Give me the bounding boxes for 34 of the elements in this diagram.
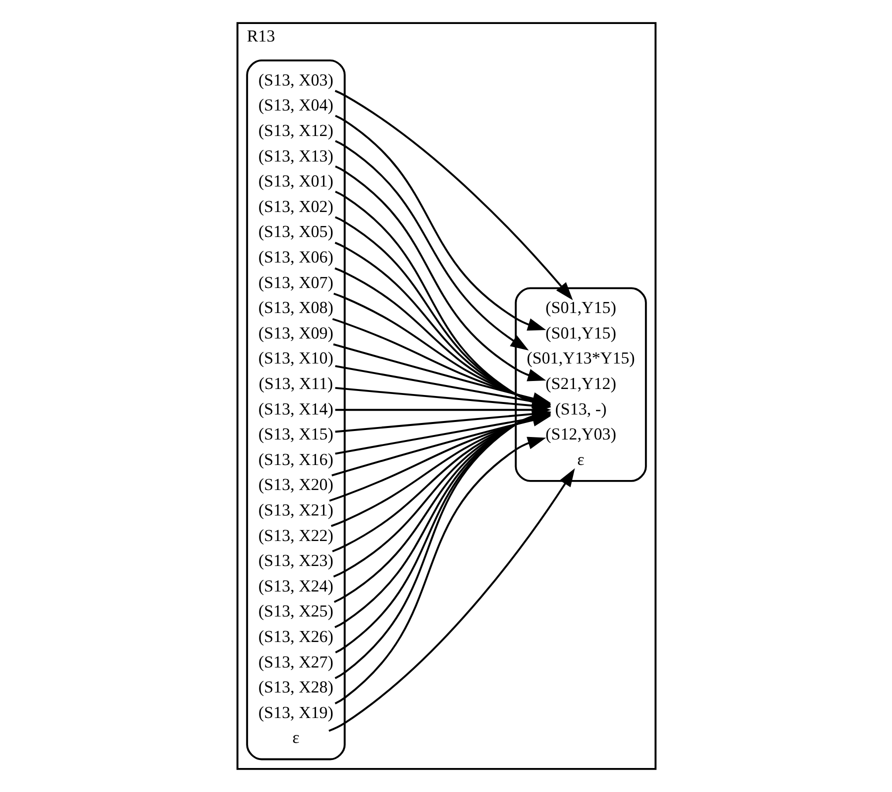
node-text: ε (576, 450, 584, 469)
node-text: (S13, X13) (258, 146, 333, 166)
node-text: (S13, X21) (258, 500, 333, 520)
node-text: (S01,Y13*Y15) (526, 348, 634, 368)
node-text: (S13, X03) (258, 70, 333, 90)
node-text: (S13, X09) (258, 323, 333, 342)
node-text: (S13, X12) (258, 120, 333, 140)
node-text: (S13, X27) (258, 652, 333, 672)
node-text: (S01,Y15) (544, 298, 616, 318)
node-text: (S12,Y03) (544, 424, 616, 444)
node-text: (S13, X14) (258, 399, 333, 418)
node-text: (S13, X05) (258, 222, 333, 242)
node-text: (S13, X07) (258, 272, 333, 292)
node-text: (S13, X22) (258, 526, 333, 545)
node-text: (S13, X28) (258, 678, 333, 697)
node-text: (S13, -) (554, 399, 606, 418)
node-text: ε (292, 728, 299, 748)
node-text: (S13, X15) (258, 424, 333, 444)
node-text: (S13, X26) (258, 627, 333, 646)
node-text: (S13, X02) (258, 196, 333, 216)
node-text: (S13, X19) (258, 702, 333, 722)
node-text: (S13, X08) (258, 298, 333, 318)
node-text: (S13, X06) (258, 248, 333, 266)
node-text: (S13, X23) (258, 551, 333, 570)
node-text: (S13, X01) (258, 172, 333, 191)
node-text: (S01,Y15) (544, 323, 616, 342)
node-text: (S13, X16) (258, 450, 333, 469)
node-text: (S13, X11) (258, 374, 333, 394)
node-text: (S13, X20) (258, 475, 333, 494)
node-text: (S13, X25) (258, 602, 333, 621)
node-text: (S13, X10) (258, 348, 333, 368)
node-text: (S13, X04) (258, 96, 333, 115)
node-text: (S21,Y12) (544, 374, 616, 394)
node-text: (S13, X24) (258, 576, 333, 596)
